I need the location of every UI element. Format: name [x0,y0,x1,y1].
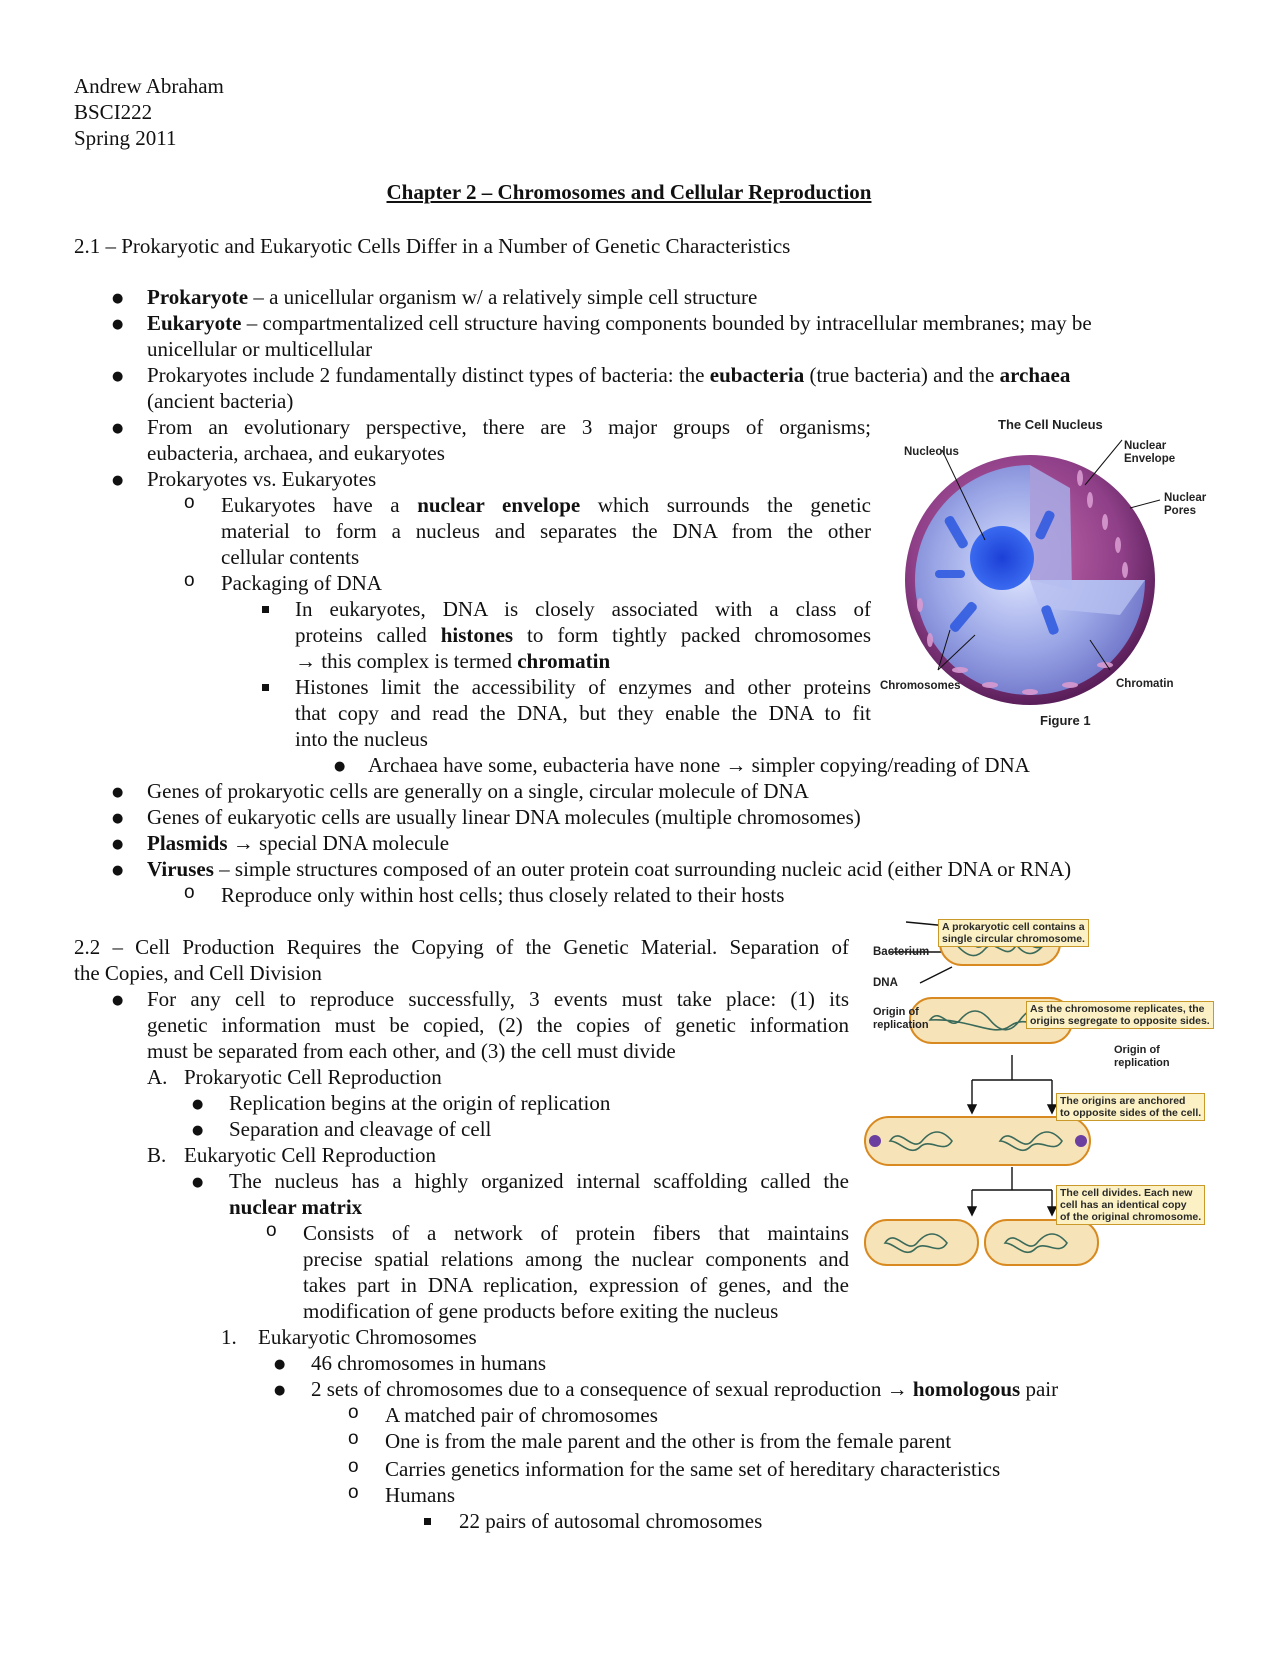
three-events-line3: must be separated from each other, and (… [147,1039,676,1063]
sub-bullet-o: o [266,1220,277,1241]
matrix-desc-line2: precise spatial relations among the nucl… [303,1247,849,1271]
cell-nucleus-illustration [905,439,1161,705]
bullet: ● [192,1175,204,1190]
sub-bullet-o: o [184,492,195,513]
label-chromatin: Chromatin [1116,678,1174,690]
matrix-desc-line1: Consists of a network of protein fibers … [303,1221,849,1245]
course-code: BSCI222 [74,100,153,124]
eukaryotic-reproduction: Eukaryotic Cell Reproduction [184,1143,436,1167]
replication-origin: Replication begins at the origin of repl… [229,1091,611,1115]
page-title: Chapter 2 – Chromosomes and Cellular Rep… [386,180,872,204]
virus-hosts: Reproduce only within host cells; thus c… [221,883,785,907]
sub-bullet-o: o [348,1402,359,1423]
eukaryotic-chromosomes: Eukaryotic Chromosomes [258,1325,477,1349]
prokaryote-types-cont: (ancient bacteria) [147,389,294,413]
square-bullet [262,606,269,613]
label-dna: DNA [873,977,898,989]
bullet: ● [192,1097,204,1112]
histones-line1: In eukaryotes, DNA is closely associated… [295,597,871,621]
label-nucleolus: Nucleolus [904,446,959,458]
bullet: ● [112,369,124,384]
sub-bullet-o: o [348,1456,359,1477]
bullet: ● [112,421,124,436]
matrix-desc-line4: modification of gene products before exi… [303,1299,779,1323]
pro-vs-eu: Prokaryotes vs. Eukaryotes [147,467,377,491]
nuclear-scaffolding: The nucleus has a highly organized inter… [229,1169,849,1193]
bullet: ● [274,1357,286,1372]
nuclear-matrix-term: nuclear matrix [229,1195,363,1219]
matrix-desc-line3: takes part in DNA replication, expressio… [303,1273,849,1297]
eukaryote-definition-cont: unicellular or multicellular [147,337,373,361]
histones-line2: proteins called histones to form tightly… [295,623,871,647]
bullet: ● [112,837,124,852]
plasmids: Plasmids → special DNA molecule [147,831,450,855]
packaging-dna: Packaging of DNA [221,571,382,595]
bullet: ● [112,291,124,306]
histones-line3: → this complex is termed chromatin [295,649,611,673]
histones-limit-line3: into the nucleus [295,727,428,751]
sub-bullet-o: o [348,1482,359,1503]
figure1-caption: Figure 1 [1040,713,1091,728]
hereditary-info: Carries genetics information for the sam… [385,1457,1001,1481]
nuclear-envelope-line3: cellular contents [221,545,360,569]
histones-limit-line1: Histones limit the accessibility of enzy… [295,675,871,699]
section-2-2-heading: 2.2 – Cell Production Requires the Copyi… [74,935,849,959]
section-2-2-heading-cont: the Copies, and Cell Division [74,961,322,985]
bullet: ● [274,1383,286,1398]
prokaryote-types: Prokaryotes include 2 fundamentally dist… [147,363,1071,387]
square-bullet [262,684,269,691]
bullet: ● [112,993,124,1008]
section-2-1-heading: 2.1 – Prokaryotic and Eukaryotic Cells D… [74,234,791,258]
list-label-b: B. [147,1143,167,1167]
label-chromosomes: Chromosomes [880,680,961,692]
list-label-a: A. [147,1065,168,1089]
archaea-note: Archaea have some, eubacteria have none … [368,753,1030,777]
prokaryotic-reproduction: Prokaryotic Cell Reproduction [184,1065,442,1089]
sub-bullet-o: o [184,882,195,903]
three-events-line1: For any cell to reproduce successfully, … [147,987,849,1011]
homologous-pair: 2 sets of chromosomes due to a consequen… [311,1377,1059,1401]
separation-cleavage: Separation and cleavage of cell [229,1117,492,1141]
prokaryote-definition: Prokaryote – a unicellular organism w/ a… [147,285,758,309]
viruses: Viruses – simple structures composed of … [147,857,1072,881]
eukaryote-definition: Eukaryote – compartmentalized cell struc… [147,311,1092,335]
histones-limit-line2: that copy and read the DNA, but they ena… [295,701,871,725]
author-name: Andrew Abraham [74,74,224,98]
sub-bullet-o: o [184,570,195,591]
autosomal-pairs: 22 pairs of autosomal chromosomes [459,1509,763,1533]
sub-bullet-o: o [348,1428,359,1449]
bullet: ● [112,785,124,800]
bullet: ● [112,811,124,826]
bullet: ● [112,317,124,332]
eukaryotic-genes: Genes of eukaryotic cells are usually li… [147,805,861,829]
evolution-groups-cont: eubacteria, archaea, and eukaryotes [147,441,445,465]
three-events-line2: genetic information must be copied, (2) … [147,1013,849,1037]
prokaryotic-genes: Genes of prokaryotic cells are generally… [147,779,809,803]
label-bacterium: Bacterium [873,946,930,958]
evolution-groups: From an evolutionary perspective, there … [147,415,871,439]
chromosome-count: 46 chromosomes in humans [311,1351,547,1375]
bullet: ● [112,473,124,488]
nuclear-envelope-line: Eukaryotes have a nuclear envelope which… [221,493,871,517]
nuclear-envelope-line2: material to form a nucleus and separates… [221,519,871,543]
humans: Humans [385,1483,455,1507]
figure1-title: The Cell Nucleus [998,417,1103,432]
bullet: ● [334,759,346,774]
bullet: ● [112,863,124,878]
parent-origin: One is from the male parent and the othe… [385,1429,952,1453]
term: Spring 2011 [74,126,177,150]
nucleolus-blob [970,526,1034,590]
list-label-1: 1. [221,1325,237,1349]
bullet: ● [192,1123,204,1138]
matched-pair: A matched pair of chromosomes [385,1403,658,1427]
square-bullet [424,1518,431,1525]
